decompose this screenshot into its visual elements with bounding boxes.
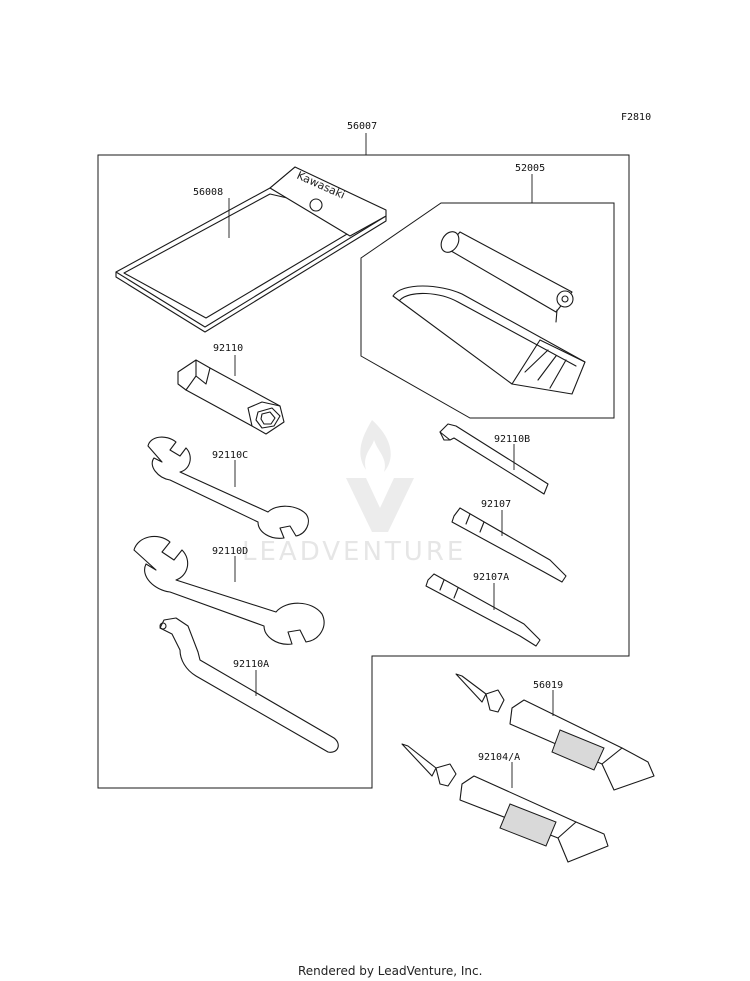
part-label-52005: 52005 [515,163,545,174]
part-label-56007: 56007 [347,121,377,132]
part-label-56008: 56008 [193,187,223,198]
grease-tube-upper [455,673,655,791]
watermark-text: LEADVENTURE [242,537,466,567]
part-label-92110A: 92110A [233,659,269,670]
diagram-code: F2810 [621,112,651,123]
part-label-92107A: 92107A [473,572,509,583]
pump-cylinder [440,231,574,323]
part-label-92110: 92110 [213,343,243,354]
part-label-92110C: 92110C [212,450,248,461]
watermark-logo [346,420,414,532]
hex-key [439,423,549,495]
screwdriver-flat [425,573,541,647]
part-label-92104A: 92104/A [478,752,520,763]
kit-frame [97,154,630,789]
part-label-56019: 56019 [533,680,563,691]
hook-spanner [159,617,339,753]
screwdriver-phillips [451,507,567,583]
subkit-frame [360,202,615,419]
pump-bag [392,285,586,395]
grease-tube-lower [401,743,609,863]
tool-pouch: Kawasaki [115,166,387,333]
open-end-wrench-small [147,436,309,539]
open-end-wrench-large [133,535,325,645]
footer-credit: Rendered by LeadVenture, Inc. [298,964,482,978]
part-label-92110B: 92110B [494,434,530,445]
box-wrench [177,359,285,435]
part-label-92110D: 92110D [212,546,248,557]
part-label-92107: 92107 [481,499,511,510]
